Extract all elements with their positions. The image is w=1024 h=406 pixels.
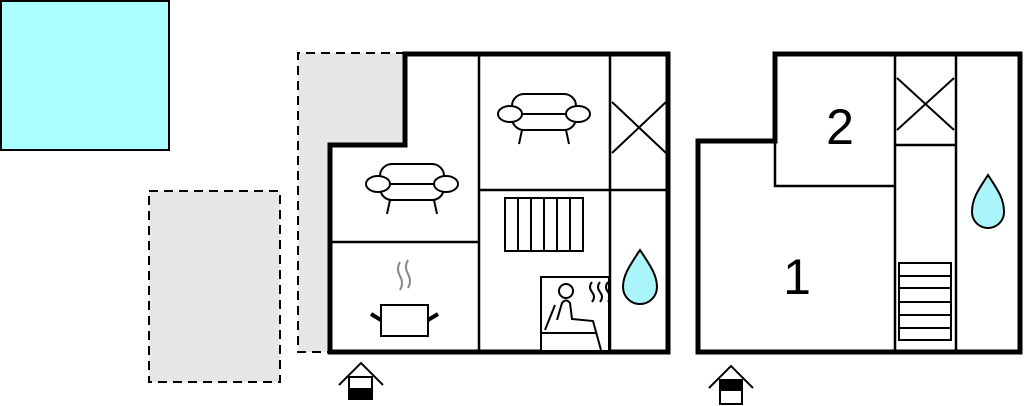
water-drop-icon: [970, 173, 1006, 229]
terrace: [148, 190, 281, 383]
room-1-label: 1: [783, 249, 811, 305]
terrace-outline: [297, 52, 405, 353]
stairs-icon: [898, 262, 952, 341]
room-2-label: 2: [826, 99, 854, 155]
void-cross-icon: [896, 77, 955, 131]
sofa-icon: [497, 93, 591, 145]
upper-floor: 2 1: [695, 51, 1023, 405]
ground-floor: [327, 51, 671, 400]
entrance-icon: [708, 364, 754, 405]
radiator-icon: [504, 197, 584, 252]
sauna-icon: [540, 276, 611, 352]
cooking-pot-icon: [369, 259, 440, 337]
terrace-l-shape: [298, 53, 405, 352]
water-drop-icon: [621, 248, 659, 305]
entrance-icon: [338, 361, 384, 400]
sofa-icon: [365, 163, 459, 215]
void-cross-icon: [611, 101, 667, 154]
pool: [0, 0, 170, 151]
